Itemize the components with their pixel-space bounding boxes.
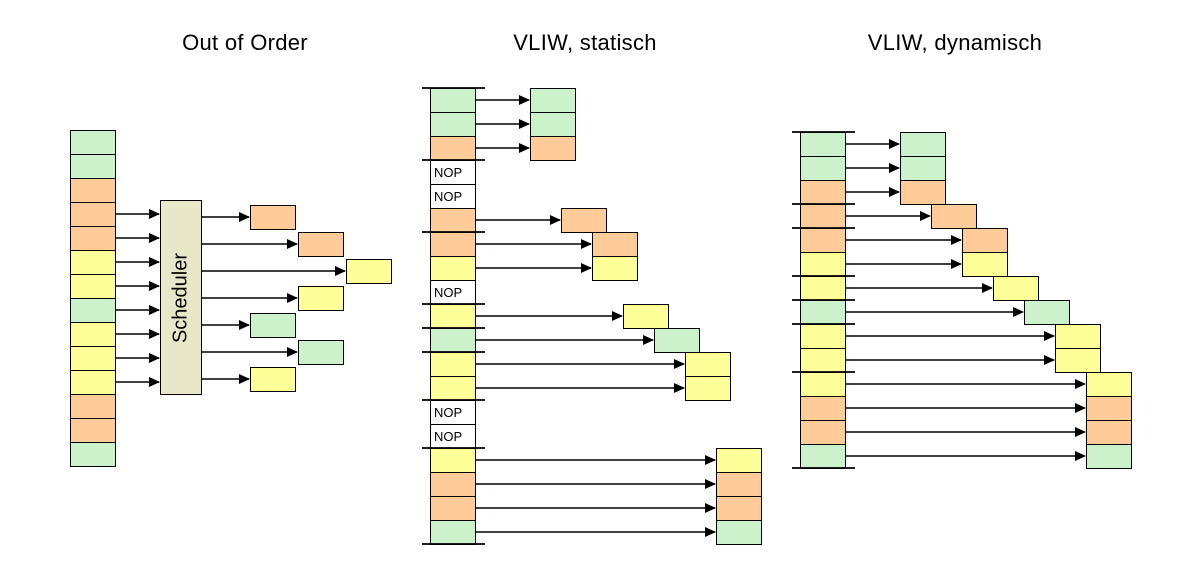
instruction-box-orange — [70, 394, 116, 419]
instruction-box-orange — [430, 472, 476, 497]
scheduler-label: Scheduler — [169, 252, 192, 343]
execution-slot-box-orange — [931, 204, 977, 229]
execution-slot-box-green — [900, 156, 946, 181]
execution-slot-box-orange — [561, 208, 607, 233]
execution-slot-box-yellow — [716, 448, 762, 473]
execution-slot-box-yellow — [962, 252, 1008, 277]
panel-title-vliw-static: VLIW, statisch — [513, 30, 657, 55]
instruction-box-green — [800, 132, 846, 157]
instruction-box-orange — [70, 202, 116, 227]
instruction-box-green — [70, 442, 116, 467]
panel-title-vliw-dynamic: VLIW, dynamisch — [867, 30, 1043, 55]
execution-slot-box-yellow — [685, 376, 731, 401]
instruction-box-green — [70, 298, 116, 323]
execution-slot-box-orange — [1086, 420, 1132, 445]
execution-slot-box-yellow — [993, 276, 1039, 301]
execution-slot-box-green — [298, 340, 344, 365]
nop-label: NOP — [434, 189, 463, 204]
execution-slot-box-yellow — [346, 259, 392, 284]
instruction-box-orange — [800, 180, 846, 205]
instruction-box-orange — [70, 418, 116, 443]
execution-slot-box-green — [654, 328, 700, 353]
nop-label: NOP — [434, 405, 463, 420]
instruction-box-green — [430, 328, 476, 353]
instruction-box-green — [430, 88, 476, 113]
nop-slot: NOP — [430, 424, 476, 449]
nop-label: NOP — [434, 285, 463, 300]
instruction-box-yellow — [70, 370, 116, 395]
nop-slot: NOP — [430, 280, 476, 305]
instruction-box-yellow — [800, 372, 846, 397]
execution-slot-box-orange — [716, 472, 762, 497]
nop-slot: NOP — [430, 400, 476, 425]
instruction-box-yellow — [70, 322, 116, 347]
execution-slot-box-orange — [530, 136, 576, 161]
execution-slot-box-green — [1024, 300, 1070, 325]
execution-slot-box-orange — [250, 205, 296, 230]
instruction-box-yellow — [430, 256, 476, 281]
nop-label: NOP — [434, 165, 463, 180]
instruction-box-orange — [800, 204, 846, 229]
execution-slot-box-orange — [298, 232, 344, 257]
instruction-box-yellow — [70, 274, 116, 299]
instruction-box-yellow — [430, 376, 476, 401]
instruction-box-green — [800, 444, 846, 469]
instruction-box-orange — [430, 208, 476, 233]
instruction-box-yellow — [800, 252, 846, 277]
execution-slot-box-yellow — [1055, 348, 1101, 373]
execution-slot-box-yellow — [1086, 372, 1132, 397]
execution-slot-box-green — [900, 132, 946, 157]
instruction-box-yellow — [430, 304, 476, 329]
scheduler-box: Scheduler — [160, 200, 202, 395]
execution-slot-box-yellow — [592, 256, 638, 281]
instruction-box-yellow — [800, 348, 846, 373]
execution-slot-box-green — [250, 313, 296, 338]
instruction-box-orange — [430, 136, 476, 161]
nop-label: NOP — [434, 429, 463, 444]
nop-slot: NOP — [430, 184, 476, 209]
instruction-box-orange — [430, 496, 476, 521]
execution-slot-box-green — [530, 112, 576, 137]
instruction-box-green — [430, 112, 476, 137]
execution-slot-box-yellow — [685, 352, 731, 377]
instruction-box-yellow — [430, 352, 476, 377]
instruction-box-orange — [800, 396, 846, 421]
instruction-box-yellow — [70, 250, 116, 275]
instruction-box-yellow — [800, 324, 846, 349]
execution-slot-box-orange — [1086, 396, 1132, 421]
panel-title-out-of-order: Out of Order — [182, 30, 308, 55]
execution-slot-box-green — [530, 88, 576, 113]
instruction-box-orange — [800, 420, 846, 445]
execution-slot-box-yellow — [1055, 324, 1101, 349]
instruction-box-green — [430, 520, 476, 545]
instruction-box-yellow — [800, 276, 846, 301]
instruction-box-green — [800, 300, 846, 325]
instruction-box-yellow — [430, 448, 476, 473]
instruction-box-green — [70, 130, 116, 155]
execution-slot-box-green — [1086, 444, 1132, 469]
execution-slot-box-orange — [900, 180, 946, 205]
instruction-box-green — [70, 154, 116, 179]
execution-slot-box-green — [716, 520, 762, 545]
execution-slot-box-yellow — [298, 286, 344, 311]
instruction-box-orange — [800, 228, 846, 253]
execution-slot-box-orange — [962, 228, 1008, 253]
execution-slot-box-yellow — [250, 367, 296, 392]
nop-slot: NOP — [430, 160, 476, 185]
execution-slot-box-yellow — [623, 304, 669, 329]
execution-slot-box-orange — [716, 496, 762, 521]
instruction-box-orange — [70, 178, 116, 203]
instruction-box-yellow — [70, 346, 116, 371]
instruction-box-orange — [70, 226, 116, 251]
instruction-box-green — [800, 156, 846, 181]
instruction-box-orange — [430, 232, 476, 257]
execution-slot-box-orange — [592, 232, 638, 257]
